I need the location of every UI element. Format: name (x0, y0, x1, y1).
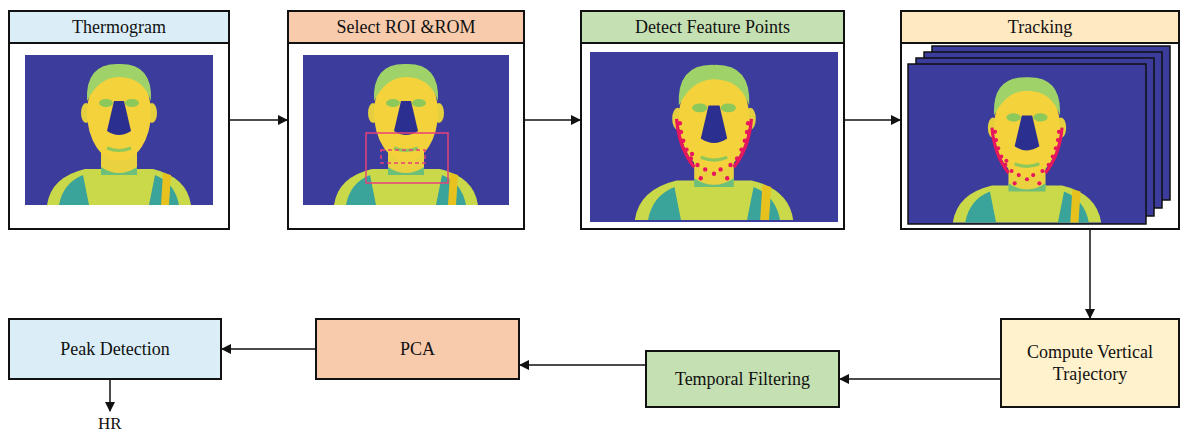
flow-arrow (525, 119, 580, 121)
process-label: Temporal Filtering (665, 362, 820, 396)
rom-rectangle (381, 150, 425, 163)
flow-arrow (840, 378, 1000, 380)
process-box: Temporal Filtering (645, 350, 840, 408)
flow-arrow (520, 364, 645, 366)
flow-arrow (230, 119, 287, 121)
output-arrow (109, 380, 111, 411)
thermal-face (334, 64, 478, 205)
flow-arrow (222, 348, 315, 350)
stage-title: Tracking (902, 12, 1178, 44)
roi-rectangle (366, 133, 448, 183)
process-box: PCA (315, 318, 520, 380)
process-box: Compute Vertical Trajectory (1000, 318, 1180, 408)
process-label: PCA (390, 332, 445, 366)
thermal-frame (25, 55, 213, 205)
stage-panel: Detect Feature Points (580, 10, 845, 230)
thermal-frame (908, 64, 1146, 224)
stage-panel: Select ROI &ROM (287, 10, 525, 230)
process-label: Peak Detection (50, 332, 179, 366)
flow-arrow (845, 119, 900, 121)
stage-title: Detect Feature Points (582, 12, 843, 44)
thermal-face (953, 77, 1101, 222)
stage-title: Select ROI &ROM (289, 12, 523, 44)
stage-panel: Thermogram (8, 10, 230, 230)
process-label: Compute Vertical Trajectory (1002, 335, 1178, 391)
thermal-frame (303, 55, 509, 205)
thermal-frame (590, 52, 838, 222)
thermal-face (635, 65, 793, 220)
stage-title: Thermogram (10, 12, 228, 44)
output-label: HR (98, 414, 122, 434)
thermal-face (47, 64, 191, 205)
stage-panel: Tracking (900, 10, 1180, 230)
flow-arrow (1089, 230, 1091, 318)
process-box: Peak Detection (8, 318, 222, 380)
